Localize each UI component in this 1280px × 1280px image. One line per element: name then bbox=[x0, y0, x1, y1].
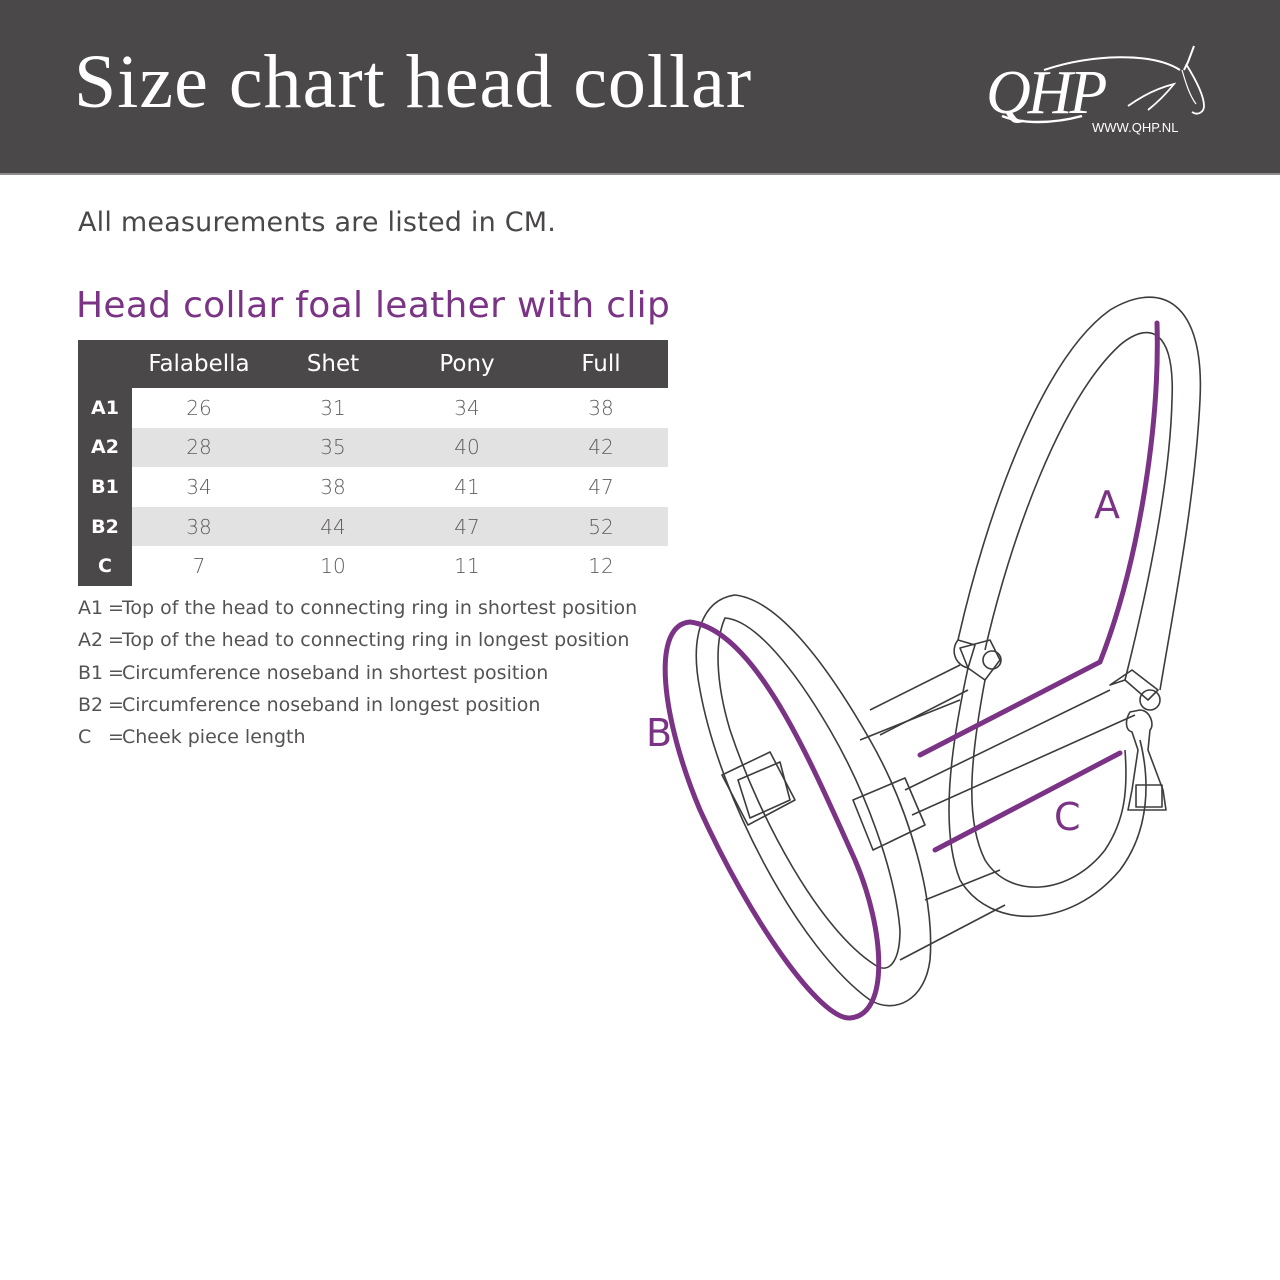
row-header: A1 bbox=[78, 388, 132, 428]
table-row: B1 34 38 41 47 bbox=[78, 467, 668, 507]
table-cell: 11 bbox=[400, 546, 534, 586]
table-cell: 12 bbox=[534, 546, 668, 586]
table-cell: 47 bbox=[534, 467, 668, 507]
legend-item: A1=Top of the head to connecting ring in… bbox=[78, 595, 637, 627]
row-header: A2 bbox=[78, 427, 132, 468]
brand-logo: QHP WWW.QHP.NL bbox=[982, 40, 1212, 140]
horse-head-icon bbox=[1001, 45, 1205, 124]
table-cell: 44 bbox=[266, 506, 400, 547]
table-cell: 52 bbox=[534, 506, 668, 547]
legend-equals: = bbox=[108, 597, 124, 619]
legend-code: C bbox=[78, 726, 92, 749]
legend-text: Cheek piece length bbox=[122, 726, 306, 749]
legend-code: A2 bbox=[78, 629, 104, 652]
legend-code: A1 bbox=[78, 597, 104, 619]
table-cell: 38 bbox=[534, 388, 668, 428]
diagram-label-c: C bbox=[1054, 795, 1081, 839]
column-header: Full bbox=[534, 340, 668, 388]
row-header: B2 bbox=[78, 506, 132, 547]
legend-item: A2=Top of the head to connecting ring in… bbox=[78, 627, 637, 659]
legend-equals: = bbox=[108, 693, 124, 716]
table-cell: 28 bbox=[132, 427, 266, 468]
table-cell: 38 bbox=[132, 506, 266, 547]
legend-text: Circumference noseband in longest positi… bbox=[122, 693, 541, 716]
head-collar-illustration-icon bbox=[662, 296, 1202, 1021]
legend-text: Top of the head to connecting ring in lo… bbox=[122, 629, 630, 652]
table-corner bbox=[78, 340, 132, 388]
measurement-legend: A1=Top of the head to connecting ring in… bbox=[78, 595, 637, 756]
diagram-label-b: B bbox=[646, 711, 673, 755]
head-collar-diagram: A B C bbox=[630, 290, 1250, 1044]
table-row: C 7 10 11 12 bbox=[78, 546, 668, 586]
table-row: B2 38 44 47 52 bbox=[78, 506, 668, 547]
table-row: A1 26 31 34 38 bbox=[78, 388, 668, 428]
page-title: Size chart head collar bbox=[74, 40, 753, 124]
table-cell: 47 bbox=[400, 506, 534, 547]
column-header: Shet bbox=[266, 340, 400, 388]
legend-equals: = bbox=[108, 629, 124, 652]
legend-item: B1=Circumference noseband in shortest po… bbox=[78, 660, 637, 692]
column-header: Falabella bbox=[132, 340, 266, 388]
table-header-row: Falabella Shet Pony Full bbox=[78, 340, 668, 388]
measurement-note: All measurements are listed in CM. bbox=[78, 207, 557, 238]
table-cell: 26 bbox=[132, 388, 266, 428]
row-header: B1 bbox=[78, 467, 132, 507]
legend-code: B2 bbox=[78, 693, 104, 716]
legend-code: B1 bbox=[78, 661, 104, 684]
legend-item: B2=Circumference noseband in longest pos… bbox=[78, 692, 637, 724]
legend-text: Circumference noseband in shortest posit… bbox=[122, 661, 549, 684]
logo-brand-text: QHP bbox=[986, 59, 1107, 127]
table-cell: 31 bbox=[266, 388, 400, 428]
table-cell: 34 bbox=[400, 388, 534, 428]
header-banner: Size chart head collar QHP WWW.QHP.NL bbox=[0, 0, 1280, 173]
size-table: Falabella Shet Pony Full A1 26 31 34 38 … bbox=[78, 340, 668, 586]
header-divider bbox=[0, 173, 1280, 175]
table-cell: 10 bbox=[266, 546, 400, 586]
product-title: Head collar foal leather with clip bbox=[76, 285, 671, 326]
diagram-label-a: A bbox=[1094, 483, 1120, 527]
legend-equals: = bbox=[108, 726, 124, 749]
logo-url: WWW.QHP.NL bbox=[1092, 120, 1179, 135]
table-cell: 40 bbox=[400, 427, 534, 468]
table-cell: 38 bbox=[266, 467, 400, 507]
table-row: A2 28 35 40 42 bbox=[78, 427, 668, 468]
table-cell: 35 bbox=[266, 427, 400, 468]
legend-equals: = bbox=[108, 661, 124, 684]
legend-text: Top of the head to connecting ring in sh… bbox=[122, 597, 638, 619]
legend-item: C =Cheek piece length bbox=[78, 724, 637, 756]
table-cell: 42 bbox=[534, 427, 668, 468]
column-header: Pony bbox=[400, 340, 534, 388]
row-header: C bbox=[78, 546, 132, 586]
table-cell: 7 bbox=[132, 546, 266, 586]
table-cell: 41 bbox=[400, 467, 534, 507]
table-cell: 34 bbox=[132, 467, 266, 507]
